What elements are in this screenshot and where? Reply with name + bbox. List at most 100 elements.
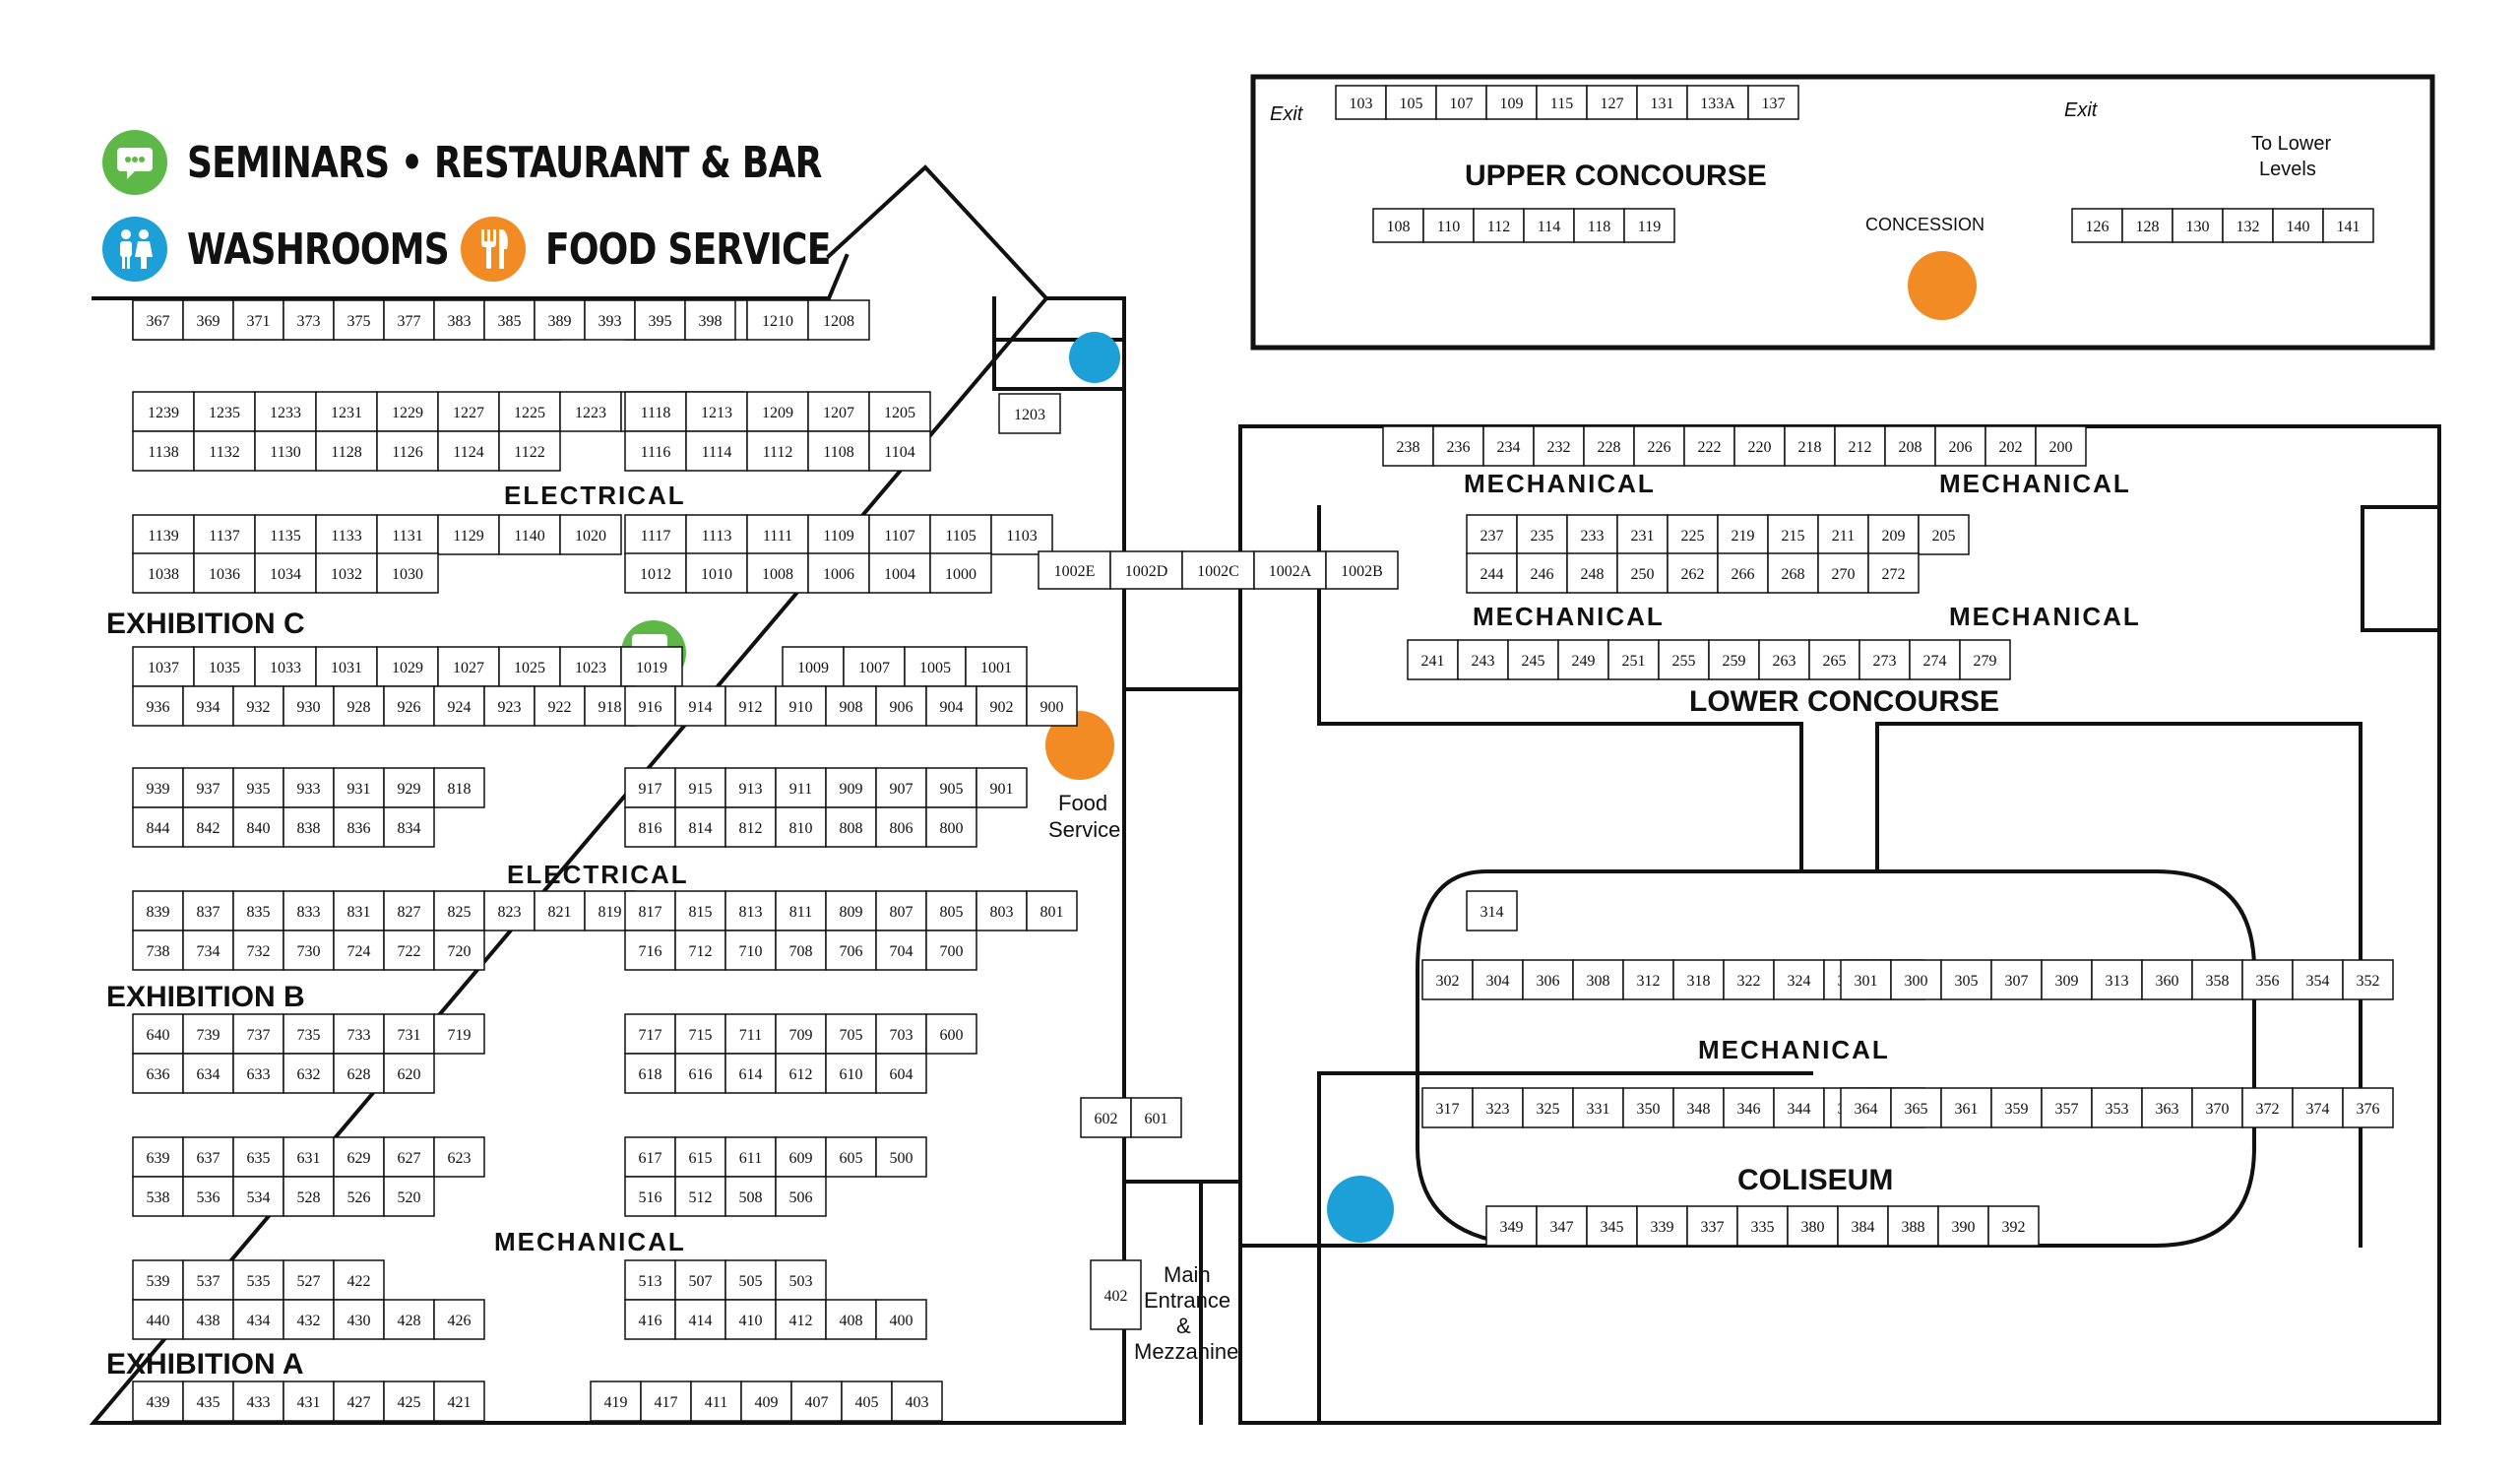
booth[interactable]: 395 [634,299,686,341]
booth[interactable]: 114 [1523,208,1575,243]
booth[interactable]: 722 [383,930,435,971]
booth[interactable]: 817 [624,890,676,931]
booth-box[interactable] [559,514,622,555]
booth[interactable]: 528 [283,1176,335,1217]
booth[interactable]: 1233 [254,391,317,432]
booth-box[interactable] [132,806,184,848]
booth-box[interactable] [132,1299,184,1340]
booth-box[interactable] [232,685,284,727]
booth-box[interactable] [433,930,485,971]
booth-box[interactable] [2172,208,2224,243]
booth[interactable]: 392 [1987,1205,2040,1247]
booth-box[interactable] [1572,1087,1624,1128]
booth[interactable]: 1114 [685,430,748,472]
booth-box[interactable] [182,1176,234,1217]
booth[interactable]: 805 [925,890,977,931]
booth[interactable]: 127 [1586,85,1638,120]
booth-box[interactable] [383,930,435,971]
booth[interactable]: 249 [1557,639,1609,680]
booth[interactable]: 1105 [929,514,992,555]
booth[interactable]: 308 [1572,959,1624,1000]
booth[interactable]: 425 [383,1381,435,1422]
booth[interactable]: 244 [1466,552,1518,594]
booth[interactable]: 612 [775,1053,827,1094]
booth-box[interactable] [1130,1097,1182,1138]
booth-box[interactable] [775,685,827,727]
booth[interactable]: 1000 [929,552,992,594]
booth-box[interactable] [182,299,234,341]
booth-box[interactable] [433,1136,485,1178]
booth-box[interactable] [624,391,687,432]
booth[interactable]: 1239 [132,391,195,432]
booth-box[interactable] [925,806,977,848]
booth[interactable]: 602 [1080,1097,1132,1138]
booth[interactable]: 126 [2071,208,2123,243]
booth-box[interactable] [875,1299,927,1340]
booth[interactable]: 730 [283,930,335,971]
booth[interactable]: 141 [2322,208,2374,243]
booth-box[interactable] [283,1299,335,1340]
booth[interactable]: 617 [624,1136,676,1178]
booth-box[interactable] [746,552,809,594]
booth[interactable]: 430 [333,1299,385,1340]
booth-box[interactable] [1026,685,1078,727]
booth[interactable]: 233 [1566,514,1618,555]
booth-box[interactable] [2091,959,2143,1000]
booth[interactable]: 634 [182,1053,234,1094]
booth[interactable]: 388 [1887,1205,1939,1247]
booth-box[interactable] [1887,1205,1939,1247]
booth-box[interactable] [483,299,536,341]
booth[interactable]: 1004 [868,552,931,594]
booth[interactable]: 833 [283,890,335,931]
booth[interactable]: 1126 [376,430,439,472]
booth[interactable]: 840 [232,806,284,848]
booth-box[interactable] [674,1013,726,1055]
booth[interactable]: 255 [1658,639,1710,680]
booth[interactable]: 1124 [437,430,500,472]
booth[interactable]: 734 [182,930,234,971]
booth[interactable]: 1116 [624,430,687,472]
booth[interactable]: 916 [624,685,676,727]
booth-box[interactable] [1940,959,1992,1000]
booth-box[interactable] [1867,552,1920,594]
booth[interactable]: 112 [1473,208,1525,243]
booth-box[interactable] [1934,425,1986,467]
booth-box[interactable] [132,890,184,931]
booth-box[interactable] [925,890,977,931]
booth-box[interactable] [875,685,927,727]
booth-box[interactable] [534,299,586,341]
booth-box[interactable] [383,1053,435,1094]
booth[interactable]: 237 [1466,514,1518,555]
booth[interactable]: 900 [1026,685,1078,727]
booth[interactable]: 842 [182,806,234,848]
booth[interactable]: 719 [433,1013,485,1055]
booth-box[interactable] [534,890,586,931]
booth-box[interactable] [807,514,870,555]
booth[interactable]: 700 [925,930,977,971]
booth[interactable]: 715 [674,1013,726,1055]
booth-box[interactable] [684,299,736,341]
booth[interactable]: 432 [283,1299,335,1340]
booth[interactable]: 1029 [376,646,439,687]
booth[interactable]: 809 [825,890,877,931]
booth-box[interactable] [825,1053,877,1094]
booth-box[interactable] [182,930,234,971]
booth[interactable]: 398 [684,299,736,341]
booth[interactable]: 704 [875,930,927,971]
booth[interactable]: 337 [1686,1205,1738,1247]
booth-box[interactable] [376,552,439,594]
booth-box[interactable] [437,514,500,555]
booth[interactable]: 1108 [807,430,870,472]
booth[interactable]: 208 [1884,425,1936,467]
booth[interactable]: 1002B [1325,550,1399,590]
booth[interactable]: 353 [2091,1087,2143,1128]
booth[interactable]: 803 [976,890,1028,931]
booth[interactable]: 825 [433,890,485,931]
booth-box[interactable] [674,1259,726,1301]
booth-box[interactable] [1909,639,1961,680]
booth-box[interactable] [254,391,317,432]
booth[interactable]: 226 [1633,425,1685,467]
booth-box[interactable] [1523,208,1575,243]
booth-box[interactable] [620,646,683,687]
booth-box[interactable] [685,430,748,472]
